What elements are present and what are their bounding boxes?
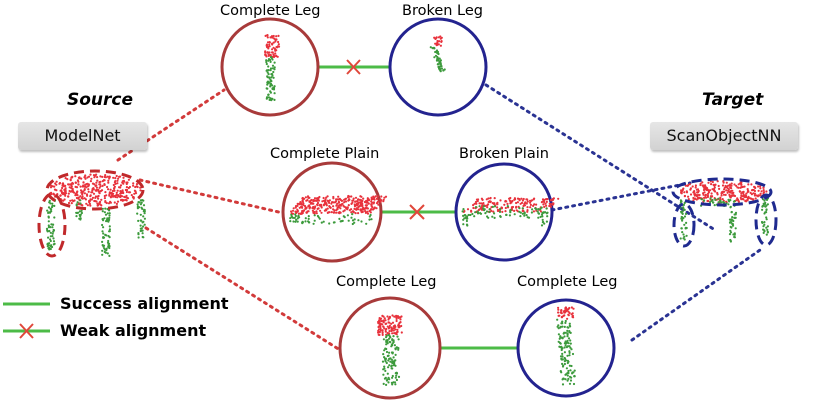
complete-leg-point-cloud-bottom (377, 314, 403, 386)
connector-target-top (484, 83, 717, 232)
target-title: Target (702, 90, 764, 110)
source-title: Source (67, 90, 134, 110)
target-plain-highlight (671, 177, 773, 207)
legend-weak-label: Weak alignment (60, 321, 207, 340)
label-complete-leg-top: Complete Leg (220, 3, 321, 19)
target-leg-right-highlight (754, 193, 778, 247)
label-complete-leg-target: Complete Leg (517, 274, 618, 290)
complete-plain-point-cloud (289, 194, 388, 226)
source-dataset-label: ModelNet (18, 122, 147, 150)
label-complete-plain: Complete Plain (270, 146, 380, 162)
broken-plain-point-cloud (461, 196, 560, 227)
complete-leg-point-cloud-target (556, 306, 576, 386)
label-broken-leg-top: Broken Leg (402, 3, 484, 19)
label-complete-leg-bottom: Complete Leg (336, 274, 437, 290)
circle-complete-leg-target (516, 298, 616, 398)
label-broken-plain: Broken Plain (459, 146, 549, 162)
weak-cross-middle (409, 204, 425, 220)
target-dataset-label: ScanObjectNN (650, 122, 798, 150)
source-table-point-cloud (45, 173, 146, 257)
complete-leg-point-cloud-top (264, 34, 281, 102)
circle-complete-leg-top (220, 17, 320, 117)
legend-success-label: Success alignment (60, 294, 229, 313)
circle-complete-leg-bottom (338, 296, 442, 400)
connector-target-bottom (630, 248, 762, 342)
source-plain-highlight (45, 169, 145, 211)
target-table-point-cloud (679, 180, 770, 243)
weak-cross-top (346, 59, 361, 75)
source-leg-highlight (37, 192, 67, 258)
broken-leg-point-cloud (429, 35, 446, 73)
connector-source-bottom (144, 226, 342, 352)
connector-source-middle (138, 178, 285, 215)
legend-weak-cross-icon (19, 323, 34, 339)
target-leg-left-highlight (672, 202, 696, 248)
connector-target-middle (550, 181, 692, 212)
circle-broken-plain (454, 162, 554, 262)
